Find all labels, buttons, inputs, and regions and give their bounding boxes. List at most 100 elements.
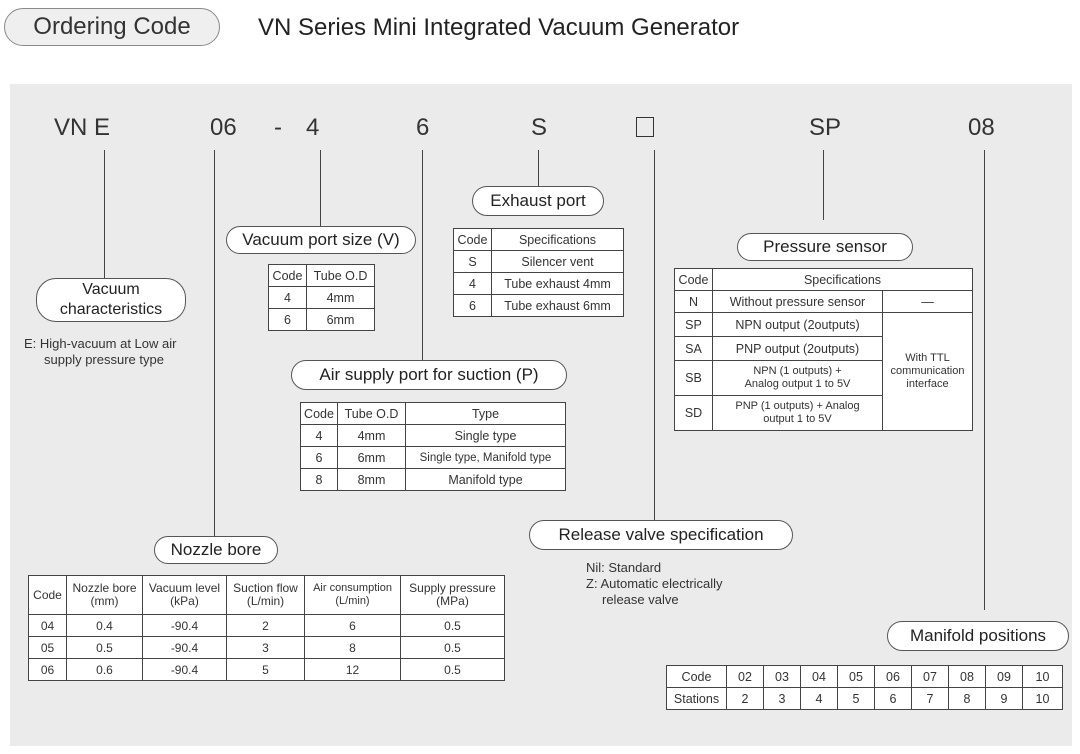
table-cell: 8 (304, 636, 401, 659)
vacuum-port-size-table: Code Tube O.D 4 4mm 6 6mm (268, 264, 375, 331)
exhaust-port-label: Exhaust port (472, 186, 604, 216)
table-cell: 3 (763, 687, 801, 710)
table-header: Type (405, 402, 566, 425)
table-row: 06 0.6 -90.4 5 12 0.5 (28, 658, 505, 681)
header-line: (kPa) (170, 594, 199, 608)
table-row: 4 Tube exhaust 4mm (453, 272, 624, 295)
table-cell: 08 (948, 665, 986, 688)
table-row: S Silencer vent (453, 250, 624, 273)
header-line: Air consumption (313, 582, 392, 594)
ordering-code-label: Ordering Code (33, 13, 191, 40)
table-row: 8 8mm Manifold type (300, 468, 566, 491)
vacuum-characteristics-note-line1: E: High-vacuum at Low air (24, 336, 177, 351)
table-cell: PNP output (2outputs) (712, 336, 883, 361)
table-cell: 0.4 (66, 614, 143, 637)
table-cell: 4 (300, 424, 338, 447)
table-cell: 6 (300, 446, 338, 469)
table-row: Stations 2 3 4 5 6 7 8 9 10 (666, 687, 1063, 710)
table-row: 4 4mm (268, 286, 375, 309)
manifold-positions-table: Code 02 03 04 05 06 07 08 09 10 Stations… (666, 665, 1063, 710)
leader-line-release-valve (654, 150, 655, 520)
code-part-sensor: SP (809, 114, 842, 141)
code-part-manifold: 08 (968, 114, 995, 141)
table-cell: Tube exhaust 4mm (491, 272, 624, 295)
pressure-sensor-table: Code Specifications N Without pressure s… (674, 268, 973, 431)
air-supply-port-label: Air supply port for suction (P) (291, 360, 567, 390)
page-title: VN Series Mini Integrated Vacuum Generat… (258, 14, 740, 41)
table-header: Code (268, 264, 307, 287)
table-header: Code (28, 575, 67, 615)
vacuum-characteristics-note: E: High-vacuum at Low air supply pressur… (24, 336, 176, 368)
header-line: (L/min) (335, 595, 370, 607)
pressure-sensor-label: Pressure sensor (737, 233, 913, 261)
table-cell: Single type, Manifold type (405, 446, 566, 469)
table-cell: S (453, 250, 492, 273)
table-cell: Silencer vent (491, 250, 624, 273)
table-cell: 4mm (337, 424, 406, 447)
table-header-row: Code Tube O.D Type (300, 402, 566, 425)
table-cell: 8 (300, 468, 338, 491)
table-cell: 5 (226, 658, 305, 681)
table-header: Nozzle bore(mm) (66, 575, 143, 615)
table-header: Supply pressure(MPa) (400, 575, 505, 615)
table-row: 6 6mm Single type, Manifold type (300, 446, 566, 469)
table-row: 6 Tube exhaust 6mm (453, 294, 624, 317)
table-cell: Without pressure sensor (712, 290, 883, 313)
leader-line-nozzle-bore (214, 150, 215, 536)
table-cell: Tube exhaust 6mm (491, 294, 624, 317)
table-row: 4 4mm Single type (300, 424, 566, 447)
table-cell: 6 (268, 308, 307, 331)
table-cell: 05 (28, 636, 67, 659)
header-line: Suction flow (233, 581, 298, 595)
table-cell: 9 (985, 687, 1023, 710)
table-header: Specifications (491, 228, 624, 251)
table-cell: Manifold type (405, 468, 566, 491)
table-row: 05 0.5 -90.4 3 8 0.5 (28, 636, 505, 659)
vacuum-port-size-label: Vacuum port size (V) (226, 226, 416, 254)
table-row: 04 0.4 -90.4 2 6 0.5 (28, 614, 505, 637)
table-header: Specifications (712, 268, 973, 291)
table-header-row: Code Tube O.D (268, 264, 375, 287)
table-cell: — (882, 290, 973, 313)
table-cell: 6mm (337, 446, 406, 469)
nozzle-bore-label: Nozzle bore (154, 536, 278, 564)
exhaust-port-table: Code Specifications S Silencer vent 4 Tu… (453, 228, 624, 317)
table-cell: 0.5 (400, 658, 505, 681)
code-part-air-supply: 6 (416, 114, 430, 141)
header-line: Nozzle bore (72, 581, 137, 595)
table-cell: 4 (453, 272, 492, 295)
table-header-row: Code Nozzle bore(mm) Vacuum level(kPa) S… (28, 575, 505, 615)
header-line: (mm) (90, 594, 119, 608)
table-cell: 5 (837, 687, 875, 710)
table-cell: -90.4 (142, 614, 227, 637)
vacuum-characteristics-label-line1: Vacuum (82, 281, 140, 298)
header-line: (L/min) (246, 594, 285, 608)
table-cell: 6mm (306, 308, 375, 331)
table-cell: NPN (1 outputs) + Analog output 1 to 5V (712, 360, 883, 396)
table-cell: 03 (763, 665, 801, 688)
table-cell: PNP (1 outputs) + Analog output 1 to 5V (712, 395, 883, 431)
vacuum-characteristics-note-line2: supply pressure type (44, 352, 164, 367)
table-cell: 7 (911, 687, 949, 710)
code-part-vne: VN E (54, 114, 111, 141)
table-cell: 4mm (306, 286, 375, 309)
table-cell: SB (674, 360, 713, 396)
table-cell: 0.5 (66, 636, 143, 659)
ordering-code-badge: Ordering Code (4, 8, 220, 46)
table-cell: 07 (911, 665, 949, 688)
table-cell: 09 (985, 665, 1023, 688)
vacuum-characteristics-label-line2: characteristics (59, 301, 163, 318)
header-line: Supply pressure (409, 581, 496, 595)
table-header: Tube O.D (306, 264, 375, 287)
nozzle-bore-table: Code Nozzle bore(mm) Vacuum level(kPa) S… (28, 575, 505, 681)
code-part-exhaust: S (531, 114, 548, 141)
leader-line-air-supply (422, 150, 423, 360)
code-part-release-valve-box (636, 117, 654, 137)
table-row: Code 02 03 04 05 06 07 08 09 10 (666, 665, 1063, 688)
code-part-dash: - (274, 114, 282, 141)
table-cell: 12 (304, 658, 401, 681)
code-part-nozzle: 06 (210, 114, 237, 141)
table-header-row: Code Specifications (453, 228, 624, 251)
air-supply-port-table: Code Tube O.D Type 4 4mm Single type 6 6… (300, 402, 566, 491)
leader-line-pressure-sensor (823, 150, 824, 220)
